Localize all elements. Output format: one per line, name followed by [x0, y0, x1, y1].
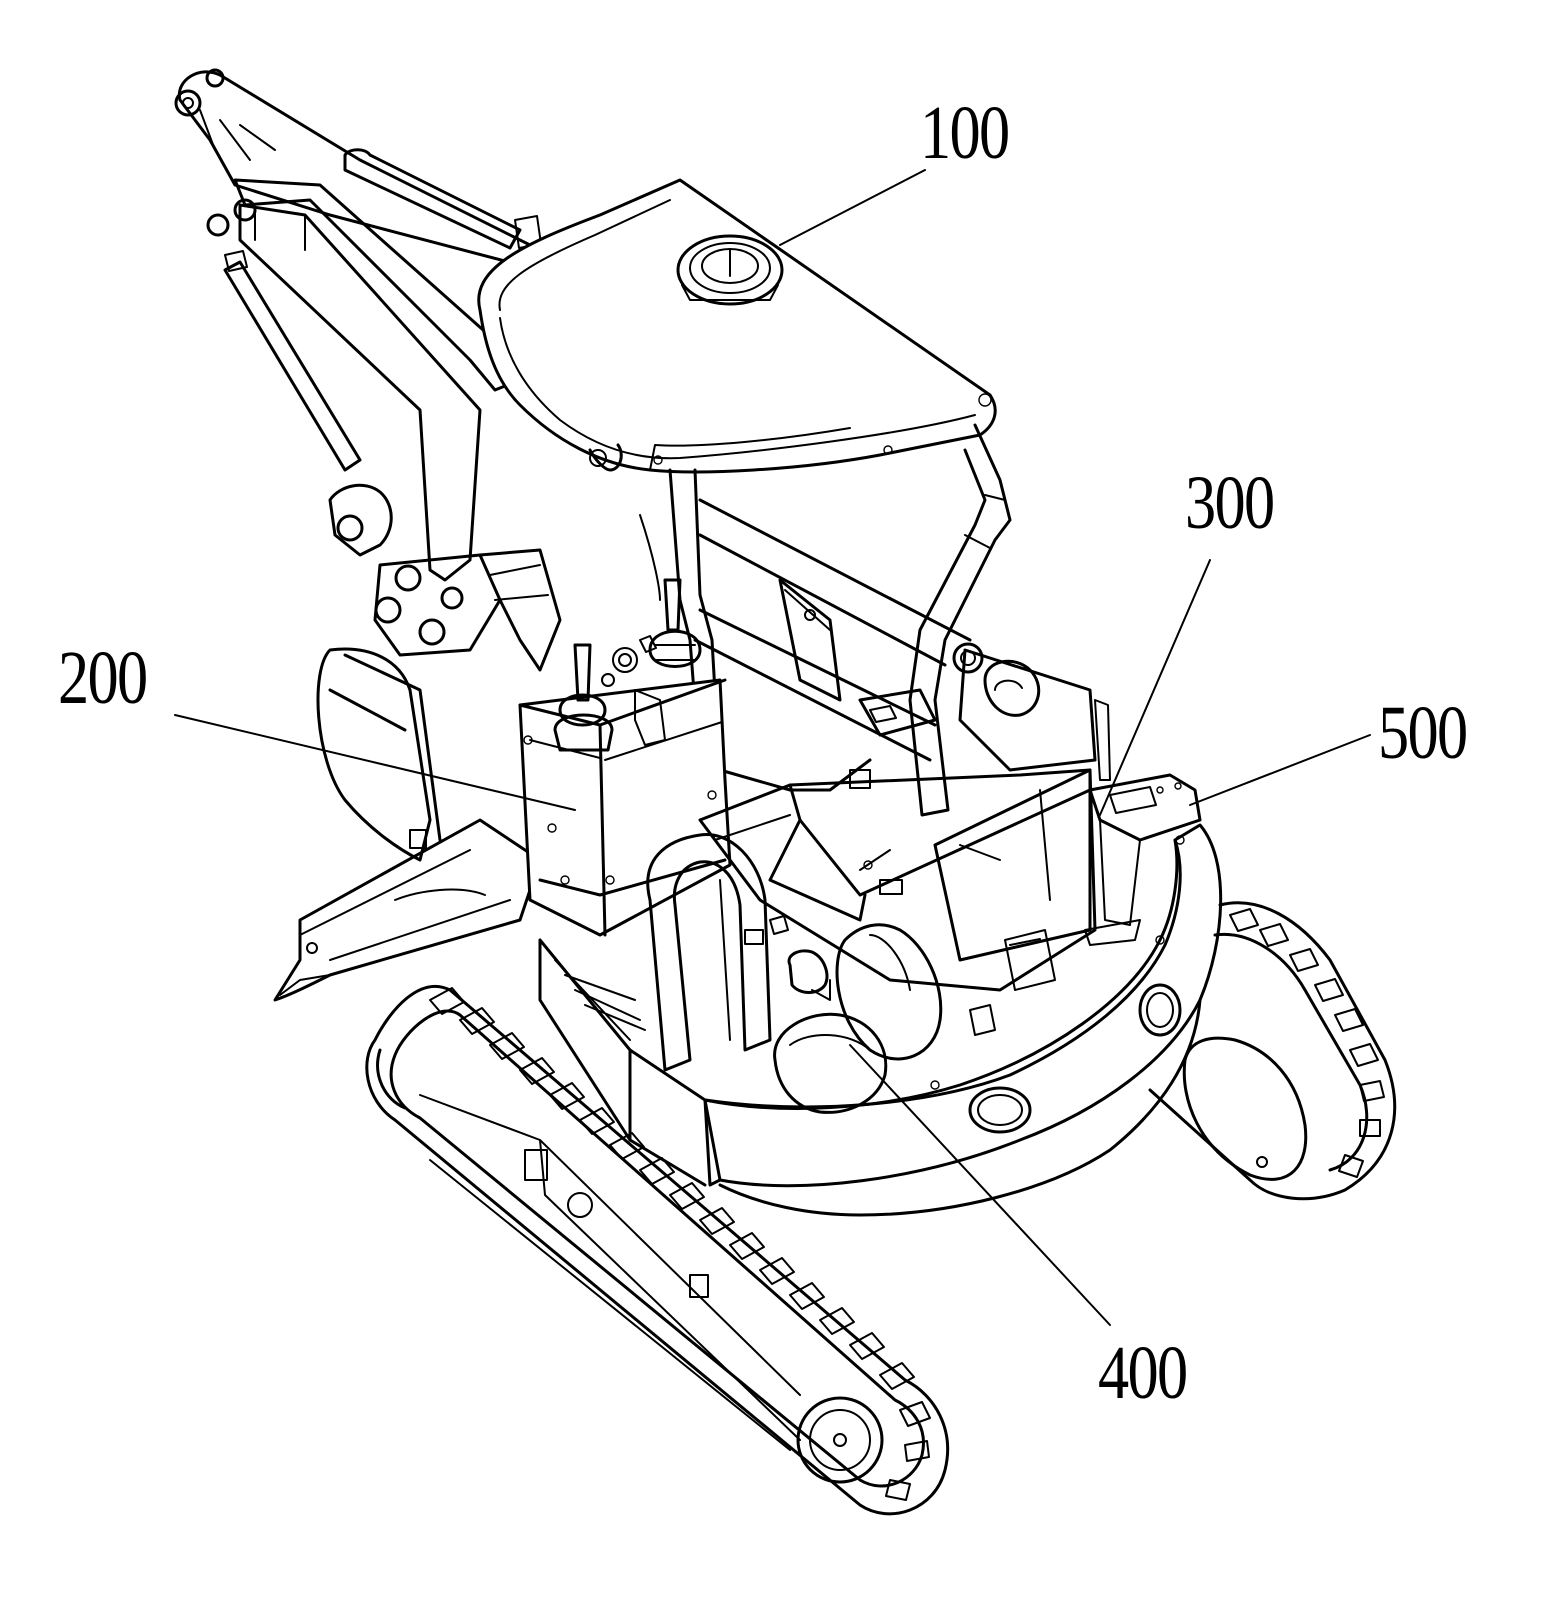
leader-200 — [174, 714, 576, 811]
bucket — [316, 548, 562, 862]
leader-lines — [174, 169, 1371, 1326]
boom-and-arm — [174, 68, 542, 657]
leader-100 — [779, 169, 926, 246]
hood-panels — [778, 578, 937, 737]
leader-400 — [849, 1044, 1111, 1326]
leader-300 — [1099, 559, 1211, 816]
callout-300: 300 — [1185, 461, 1275, 545]
callout-200: 200 — [58, 636, 148, 720]
callout-500: 500 — [1378, 691, 1468, 775]
upper-structure — [538, 768, 1223, 1217]
leader-500 — [1189, 734, 1371, 806]
canopy-roof — [477, 178, 997, 474]
dozer-blade — [273, 818, 542, 1002]
left-crawler-track — [365, 984, 950, 1516]
right-crawler-track — [1148, 901, 1397, 1201]
callout-400: 400 — [1098, 1331, 1188, 1415]
callout-100: 100 — [920, 91, 1010, 175]
control-console — [518, 578, 732, 937]
rear-right-components — [952, 642, 1202, 946]
